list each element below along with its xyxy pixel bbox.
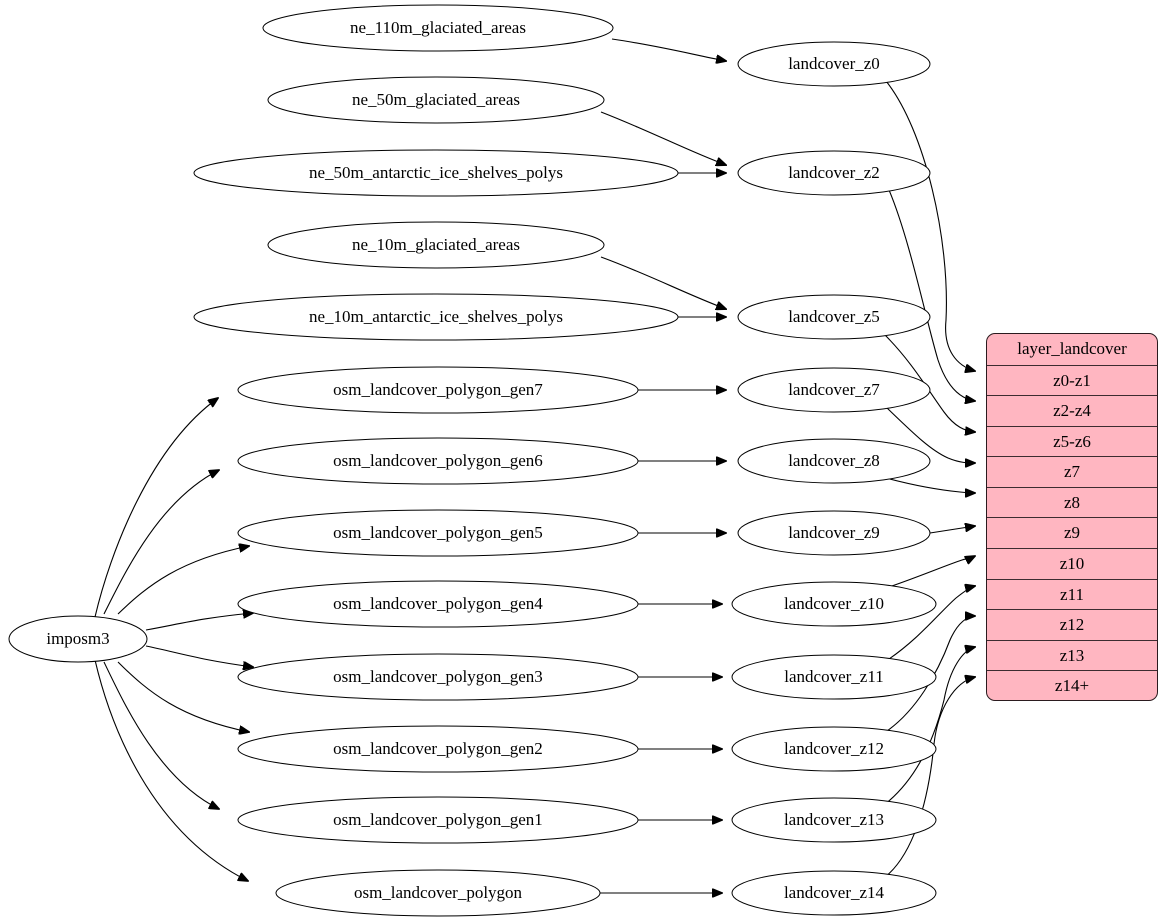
edge-z11-to-row-z11 (885, 586, 975, 662)
edge-z5-to-row-z5z6 (883, 333, 975, 432)
edge-z2-to-row-z2z4 (888, 189, 975, 401)
edge-z12-to-row-z12 (883, 616, 975, 734)
node-label: landcover_z11 (784, 667, 883, 686)
node-label: osm_landcover_polygon_gen5 (333, 523, 543, 542)
node-osm-landcover-polygon-gen5[interactable]: osm_landcover_polygon_gen5 (237, 509, 639, 557)
node-osm-landcover-polygon-gen6[interactable]: osm_landcover_polygon_gen6 (237, 437, 639, 485)
node-label: landcover_z10 (784, 594, 884, 613)
node-label: ne_50m_glaciated_areas (352, 90, 520, 109)
node-landcover-z0[interactable]: landcover_z0 (737, 41, 931, 87)
edge-z14-to-row-z14plus (883, 677, 975, 879)
node-label: landcover_z5 (788, 307, 880, 326)
node-label: osm_landcover_polygon_gen3 (333, 667, 543, 686)
node-label: ne_10m_antarctic_ice_shelves_polys (309, 307, 563, 326)
edge-imposm3-to-gen7 (94, 398, 218, 618)
table-row-z14-plus[interactable]: z14+ (987, 670, 1157, 700)
node-label: landcover_z8 (788, 451, 880, 470)
table-row-z2-z4[interactable]: z2-z4 (987, 395, 1157, 426)
node-osm-landcover-polygon-gen7[interactable]: osm_landcover_polygon_gen7 (237, 366, 639, 414)
node-ne-110m-glaciated-areas[interactable]: ne_110m_glaciated_areas (262, 4, 614, 52)
edge-imposm3-to-gen1 (103, 661, 219, 809)
edge-ne110-to-z0 (611, 38, 726, 61)
edge-z13-to-row-z13 (883, 647, 975, 806)
node-ne-50m-glaciated-areas[interactable]: ne_50m_glaciated_areas (267, 76, 605, 124)
node-landcover-z7[interactable]: landcover_z7 (737, 367, 931, 413)
node-landcover-z9[interactable]: landcover_z9 (737, 510, 931, 556)
node-landcover-z2[interactable]: landcover_z2 (737, 150, 931, 196)
table-header-layer-landcover: layer_landcover (1017, 339, 1127, 358)
node-osm-landcover-polygon[interactable]: osm_landcover_polygon (275, 869, 601, 917)
node-label: landcover_z2 (788, 163, 880, 182)
node-ne-10m-antarctic-ice-shelves-polys[interactable]: ne_10m_antarctic_ice_shelves_polys (193, 293, 679, 341)
node-label: ne_10m_glaciated_areas (352, 235, 520, 254)
node-ne-10m-glaciated-areas[interactable]: ne_10m_glaciated_areas (267, 221, 605, 269)
node-landcover-z11[interactable]: landcover_z11 (731, 654, 937, 700)
edge-imposm3-to-gen3 (145, 645, 253, 667)
node-label: landcover_z14 (784, 883, 885, 902)
edge-ne10glac-to-z5 (600, 256, 726, 309)
layer-landcover-table[interactable]: layer_landcover z0-z1 z2-z4 z5-z6 z7 z8 … (986, 333, 1158, 701)
node-label: landcover_z7 (788, 380, 880, 399)
node-ne-50m-antarctic-ice-shelves-polys[interactable]: ne_50m_antarctic_ice_shelves_polys (193, 149, 679, 197)
table-row-z12[interactable]: z12 (987, 609, 1157, 640)
node-label: osm_landcover_polygon_gen1 (333, 810, 543, 829)
node-osm-landcover-polygon-gen2[interactable]: osm_landcover_polygon_gen2 (237, 725, 639, 773)
edge-z0-to-row-z0z1 (885, 80, 975, 371)
edge-imposm3-to-gen2 (117, 661, 249, 732)
table-row-z9[interactable]: z9 (987, 517, 1157, 548)
node-label: landcover_z12 (784, 739, 884, 758)
node-label: osm_landcover_polygon_gen7 (333, 380, 543, 399)
node-landcover-z5[interactable]: landcover_z5 (737, 294, 931, 340)
node-label: ne_110m_glaciated_areas (350, 18, 526, 37)
node-landcover-z12[interactable]: landcover_z12 (731, 726, 937, 772)
table-row-z8[interactable]: z8 (987, 486, 1157, 518)
node-label: osm_landcover_polygon_gen6 (333, 451, 543, 470)
node-label: osm_landcover_polygon (354, 883, 523, 902)
node-label: osm_landcover_polygon_gen4 (333, 594, 543, 613)
node-landcover-z13[interactable]: landcover_z13 (731, 797, 937, 843)
node-landcover-z8[interactable]: landcover_z8 (737, 438, 931, 484)
edges-layer (94, 38, 975, 893)
edge-imposm3-to-gen4 (145, 613, 253, 631)
table-row-z11[interactable]: z11 (987, 578, 1157, 610)
edge-imposm3-to-polygon (94, 659, 248, 881)
table-row-z13[interactable]: z13 (987, 639, 1157, 671)
table-row-z10[interactable]: z10 (987, 548, 1157, 579)
edge-z8-to-row-z8 (885, 477, 975, 493)
table-row-z0-z1[interactable]: z0-z1 (987, 364, 1157, 396)
edge-ne50glac-to-z2 (600, 111, 726, 165)
node-landcover-z14[interactable]: landcover_z14 (731, 870, 937, 916)
node-label: landcover_z9 (788, 523, 880, 542)
table-row-z7[interactable]: z7 (987, 456, 1157, 487)
node-osm-landcover-polygon-gen3[interactable]: osm_landcover_polygon_gen3 (237, 653, 639, 701)
node-osm-landcover-polygon-gen1[interactable]: osm_landcover_polygon_gen1 (237, 796, 639, 844)
edge-z10-to-row-z10 (885, 556, 975, 589)
node-label: osm_landcover_polygon_gen2 (333, 739, 543, 758)
node-label: ne_50m_antarctic_ice_shelves_polys (309, 163, 563, 182)
edge-z7-to-row-z7 (885, 406, 975, 463)
edge-z9-to-row-z9 (929, 526, 975, 534)
table-row-z5-z6[interactable]: z5-z6 (987, 425, 1157, 457)
node-label: landcover_z0 (788, 54, 880, 73)
edge-imposm3-to-gen6 (103, 470, 219, 615)
node-osm-landcover-polygon-gen4[interactable]: osm_landcover_polygon_gen4 (237, 580, 639, 628)
edge-imposm3-to-gen5 (117, 546, 249, 615)
node-imposm3[interactable]: imposm3 (8, 615, 148, 663)
node-label: landcover_z13 (784, 810, 884, 829)
node-label: imposm3 (46, 629, 109, 648)
node-landcover-z10[interactable]: landcover_z10 (731, 581, 937, 627)
